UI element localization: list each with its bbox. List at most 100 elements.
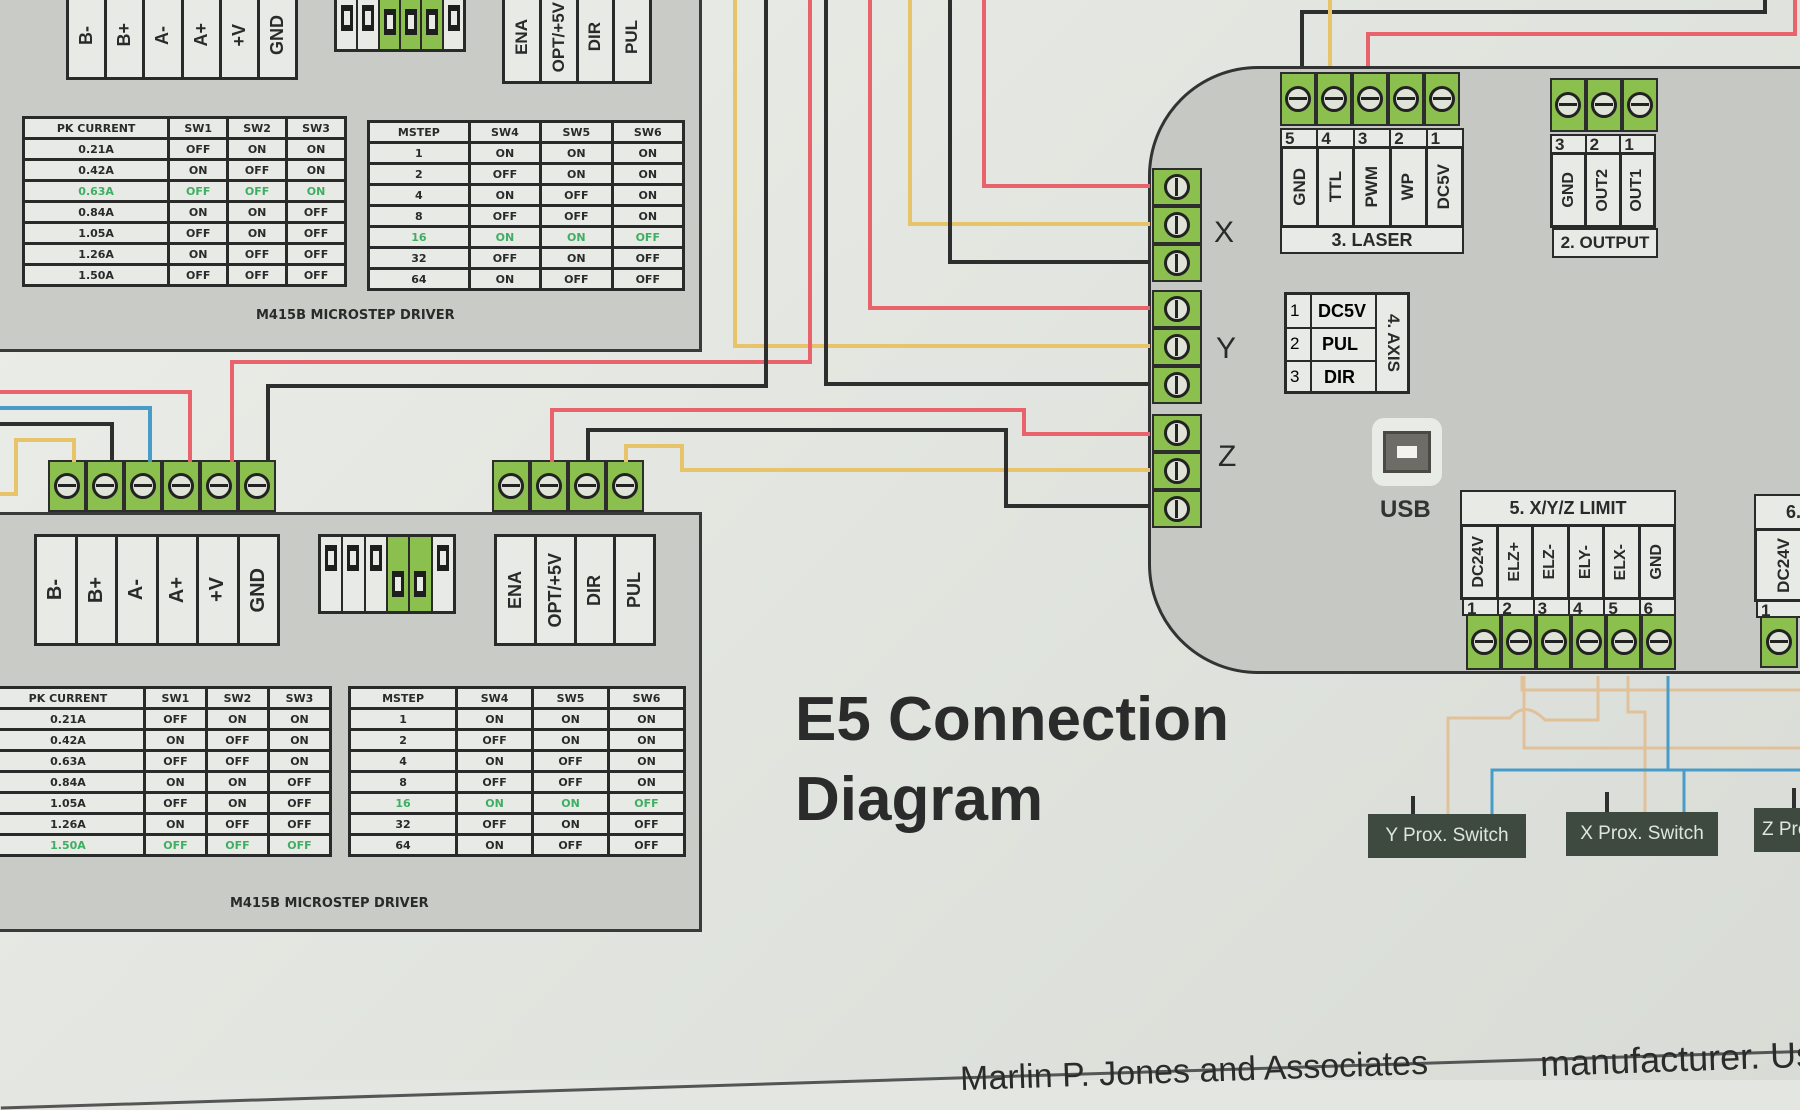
- table-header-cell: SW2: [204, 686, 270, 710]
- pin-label-cell: OUT2: [1587, 155, 1622, 225]
- screw-icon: [1357, 86, 1383, 112]
- pin-label-cell: A+: [159, 537, 199, 643]
- axis-pin-1-label: DC5V: [1318, 300, 1367, 321]
- dip-switch-knob: [447, 5, 460, 31]
- driver-bottom-caption: M415B MICROSTEP DRIVER: [230, 896, 429, 911]
- pin-label: ELY-: [1576, 544, 1594, 580]
- pin-label-cell: A-: [118, 537, 159, 643]
- terminal: [1550, 78, 1586, 132]
- table-cell: 0.21A: [0, 707, 146, 731]
- terminal: [1152, 490, 1202, 528]
- table-cell: OFF: [455, 770, 535, 794]
- table-cell: 16: [367, 225, 471, 249]
- dip-switch-toggle: [321, 537, 344, 611]
- pin-label-cell: +V: [199, 537, 240, 643]
- pin-label-cell: OPT/+5V: [542, 0, 579, 81]
- table-cell: 32: [347, 812, 459, 836]
- axis-letter-y: Y: [1216, 332, 1237, 365]
- table-cell: 0.42A: [21, 158, 171, 182]
- table-cell: ON: [266, 749, 333, 773]
- dip-switch-knob: [369, 545, 382, 571]
- screw-icon: [244, 473, 270, 499]
- dip-switch-toggle: [379, 0, 401, 49]
- table-header-cell: SW6: [610, 120, 686, 144]
- dip-switch-toggle: [422, 0, 444, 49]
- pin-number: 2: [1587, 136, 1622, 154]
- dip-switch-knob: [362, 5, 375, 31]
- table-cell: ON: [610, 183, 686, 207]
- table-header-cell: SW1: [142, 686, 208, 710]
- terminal: [1280, 72, 1316, 126]
- pin-label-cell: B-: [69, 0, 108, 77]
- screw-icon: [1164, 212, 1190, 238]
- pin-label-cell: OPT/+5V: [537, 537, 577, 643]
- terminal: [86, 460, 124, 512]
- table-cell: 0.84A: [21, 200, 171, 224]
- terminal: [200, 460, 238, 512]
- table-cell: OFF: [285, 263, 347, 287]
- pin-label-cell: ELZ-: [1534, 527, 1570, 597]
- terminal: [1622, 78, 1658, 132]
- table-cell: ON: [607, 770, 686, 794]
- table-cell: OFF: [142, 707, 208, 731]
- wire-z-black: [586, 428, 1150, 508]
- pin-label-cell: ENA: [497, 537, 537, 643]
- screw-icon: [1164, 458, 1190, 484]
- table-cell: OFF: [610, 225, 686, 249]
- prox-switch-z: Z Prox. Switch: [1754, 808, 1800, 852]
- table-cell: ON: [266, 728, 333, 752]
- table-header-cell: SW1: [167, 116, 230, 140]
- screw-icon: [1164, 372, 1190, 398]
- axis-pin-3-num: 3: [1287, 361, 1312, 393]
- table-cell: ON: [610, 141, 686, 165]
- terminal: [1760, 616, 1798, 668]
- dip-switch-knob: [383, 9, 396, 35]
- table-cell: OFF: [539, 204, 614, 228]
- pin-label-cell: GND: [1641, 527, 1674, 597]
- table-cell: 0.42A: [0, 728, 146, 752]
- terminal: [1152, 328, 1202, 366]
- table-cell: OFF: [204, 728, 270, 752]
- wire-black-a: [266, 0, 768, 462]
- prox-switch-y-pin: [1411, 796, 1415, 816]
- screw-icon: [1429, 86, 1455, 112]
- prox-switch-z-label: Z Prox. Switch: [1762, 819, 1800, 840]
- table-cell: OFF: [142, 791, 208, 815]
- table-cell: ON: [455, 833, 535, 857]
- dip-switch-knob: [341, 5, 353, 31]
- pin-label-cell: DIR: [577, 537, 617, 643]
- prox-switch-x: X Prox. Switch: [1566, 812, 1718, 856]
- terminal: [1152, 366, 1202, 404]
- screw-icon: [1540, 629, 1567, 655]
- wire-limit-blue: [1490, 676, 1800, 814]
- table-cell: OFF: [467, 204, 543, 228]
- screw-icon: [498, 473, 524, 499]
- pin-label-cell: B+: [107, 0, 146, 77]
- axis-pin-1: 1 DC5V: [1287, 295, 1375, 329]
- table-cell: OFF: [167, 221, 230, 245]
- table-cell: OFF: [285, 200, 347, 224]
- table-cell: ON: [167, 200, 230, 224]
- pin-label: ELX-: [1612, 543, 1630, 581]
- table-cell: 0.84A: [0, 770, 146, 794]
- pin-label-cell: PWM: [1355, 149, 1392, 225]
- terminal: [530, 460, 568, 512]
- dip-switch-knob: [414, 571, 427, 597]
- table-cell: ON: [285, 158, 347, 182]
- pin-number: 2: [1499, 600, 1535, 618]
- table-cell: OFF: [455, 728, 535, 752]
- screw-icon: [1645, 629, 1672, 655]
- pin-number: 3: [1552, 136, 1587, 154]
- terminal: [1152, 290, 1202, 328]
- table-cell: OFF: [610, 267, 686, 291]
